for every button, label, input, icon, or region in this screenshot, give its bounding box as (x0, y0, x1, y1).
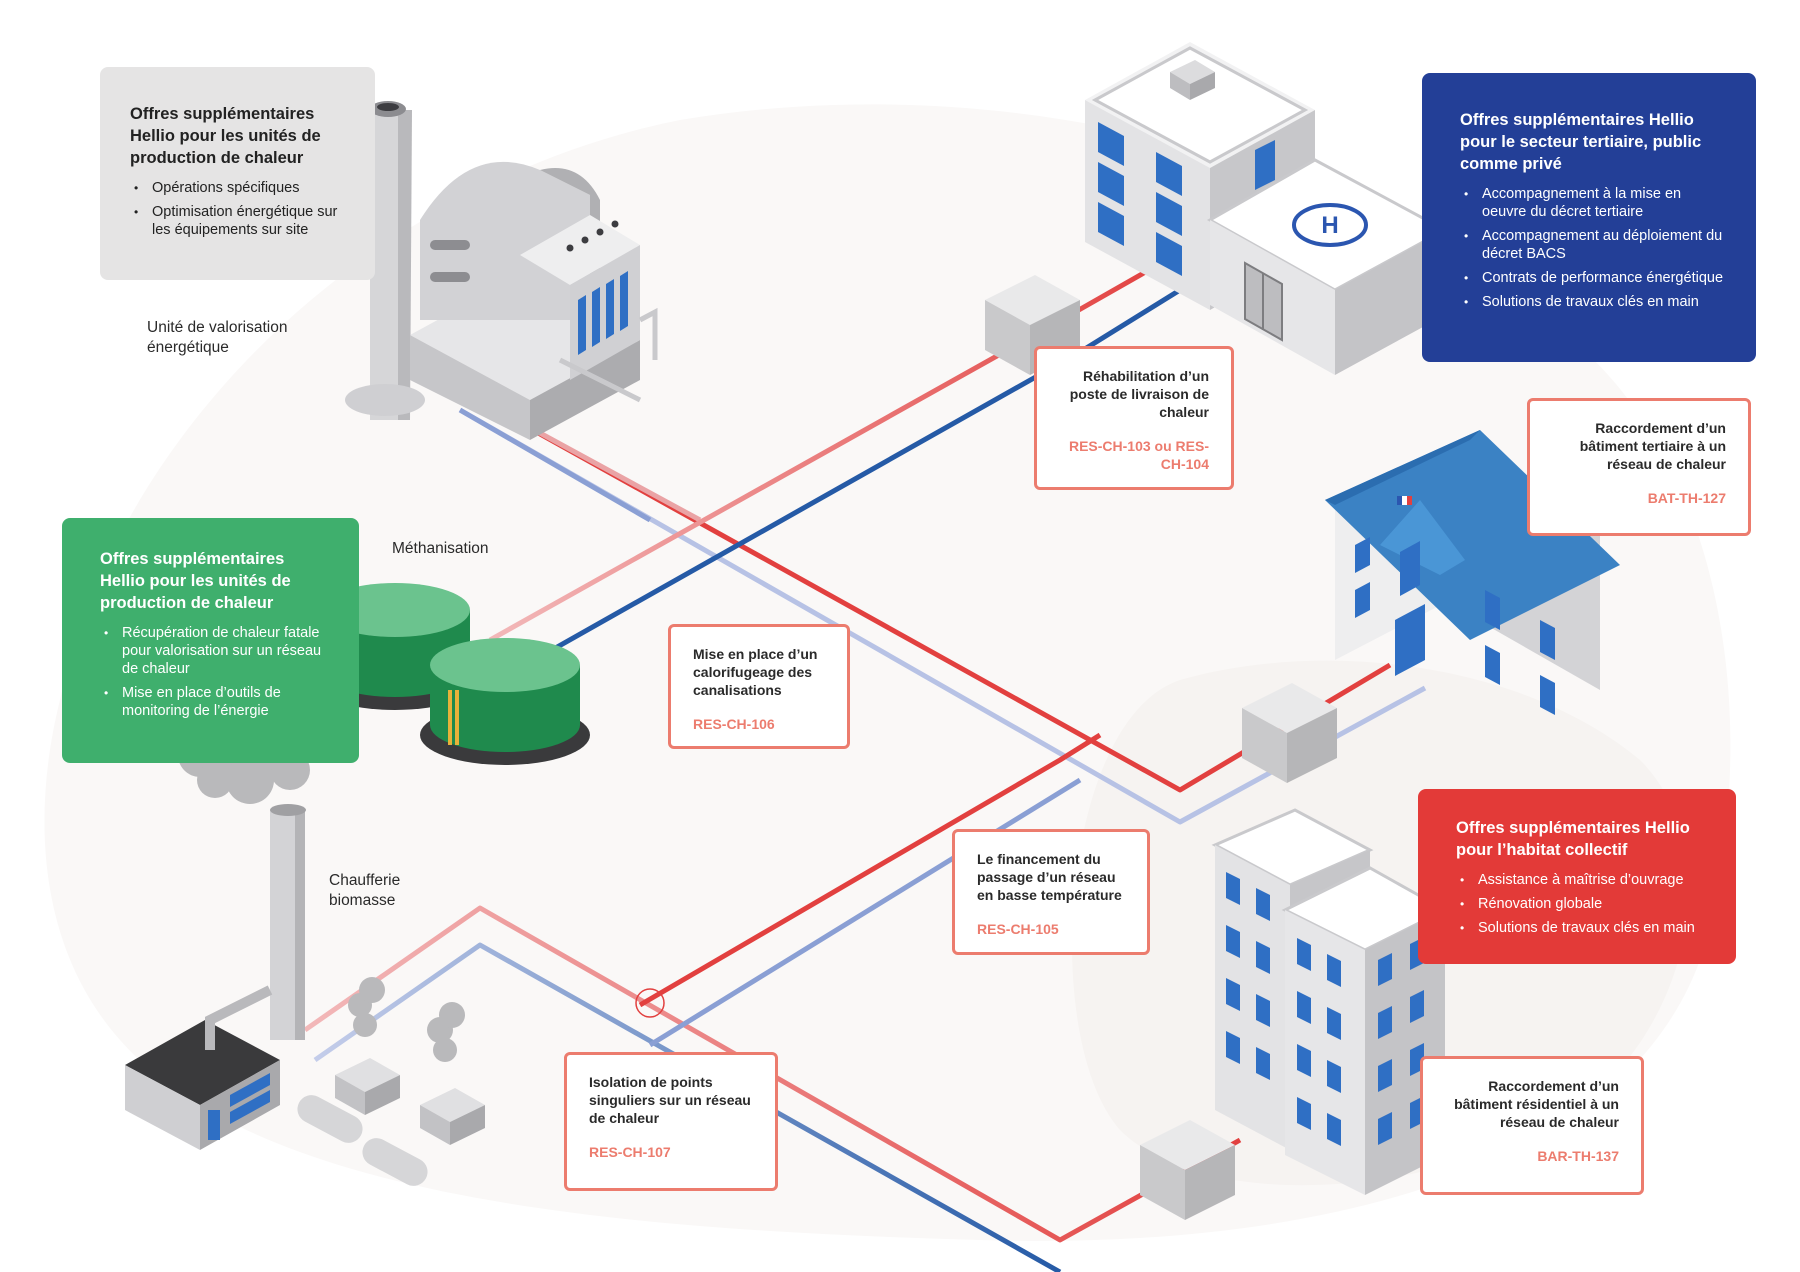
pipe-junction-marker (635, 988, 665, 1018)
operation-title: Mise en place d’un calorifugeage des can… (693, 646, 818, 698)
pipe-cold-valorisation (458, 407, 1427, 825)
pipe-hot-middle (638, 732, 1102, 1008)
offer-card-title: Offres supplémentaires Hellio pour les u… (100, 550, 291, 612)
operation-title: Raccordement d’un bâtiment résidentiel à… (1454, 1078, 1619, 1130)
offer-card-list: Opérations spécifiques Optimisation éner… (130, 179, 345, 239)
operation-title: Réhabilitation d’un poste de livraison d… (1069, 368, 1209, 420)
list-item: Assistance à maîtrise d’ouvrage (1456, 871, 1712, 889)
operation-code: BAR-TH-137 (1537, 1148, 1619, 1164)
operation-code: RES-CH-106 (693, 716, 775, 732)
substation-box-residential (1140, 1120, 1235, 1220)
residential-towers-illustration (1211, 808, 1449, 1195)
operation-box-raccord-tertiaire: Raccordement d’un bâtiment tertiaire à u… (1527, 398, 1751, 536)
label-chaufferie: Chaufferie biomasse (329, 872, 401, 909)
list-item: Récupération de chaleur fatale pour valo… (100, 624, 327, 678)
offer-card-list: Accompagnement à la mise en oeuvre du dé… (1460, 185, 1726, 311)
tertiary-building-illustration: H (1085, 42, 1449, 375)
operation-box-financement: Le financement du passage d’un réseau en… (952, 829, 1150, 955)
operation-code: RES-CH-107 (589, 1144, 671, 1160)
list-item: Solutions de travaux clés en main (1456, 919, 1712, 937)
list-item: Mise en place d’outils de monitoring de … (100, 684, 327, 720)
operation-box-rehabilitation: Réhabilitation d’un poste de livraison d… (1034, 346, 1234, 490)
offer-card-list: Assistance à maîtrise d’ouvrage Rénovati… (1456, 871, 1712, 937)
operation-title: Le financement du passage d’un réseau en… (977, 851, 1122, 903)
operation-title: Raccordement d’un bâtiment tertiaire à u… (1579, 420, 1726, 472)
valorisation-plant-illustration (345, 101, 658, 440)
label-valorisation: Unité de valorisation énergétique (147, 319, 288, 356)
methanisation-tanks-illustration (310, 583, 590, 765)
offer-card-tertiaire: Offres supplémentaires Hellio pour le se… (1422, 73, 1756, 362)
offer-card-production-green: Offres supplémentaires Hellio pour les u… (62, 518, 359, 763)
list-item: Solutions de travaux clés en main (1460, 293, 1726, 311)
list-item: Opérations spécifiques (130, 179, 345, 197)
offer-card-title: Offres supplémentaires Hellio pour le se… (1460, 111, 1702, 173)
operation-code: RES-CH-105 (977, 921, 1059, 937)
operation-box-calorifugeage: Mise en place d’un calorifugeage des can… (668, 624, 850, 749)
operation-code: RES-CH-103 ou RES-CH-104 (1068, 438, 1209, 472)
offer-card-list: Récupération de chaleur fatale pour valo… (100, 624, 327, 720)
pipe-cold-valorisation-fade (458, 407, 652, 523)
offer-card-title: Offres supplémentaires Hellio pour les u… (130, 105, 321, 167)
list-item: Optimisation énergétique sur les équipem… (130, 203, 345, 239)
offer-card-production-top: Offres supplémentaires Hellio pour les u… (100, 67, 375, 280)
operation-box-raccord-residentiel: Raccordement d’un bâtiment résidentiel à… (1420, 1056, 1644, 1195)
offer-card-title: Offres supplémentaires Hellio pour l’hab… (1456, 819, 1690, 859)
list-item: Contrats de performance énergétique (1460, 269, 1726, 287)
svg-text:H: H (1321, 212, 1338, 239)
pipe-cold-middle (648, 777, 1082, 1048)
list-item: Accompagnement au déploiement du décret … (1460, 227, 1726, 263)
operation-box-isolation: Isolation de points singuliers sur un ré… (564, 1052, 778, 1191)
list-item: Rénovation globale (1456, 895, 1712, 913)
list-item: Accompagnement à la mise en oeuvre du dé… (1460, 185, 1726, 221)
substation-box-house (1242, 683, 1337, 783)
offer-card-habitat: Offres supplémentaires Hellio pour l’hab… (1418, 789, 1736, 964)
label-methanisation: Méthanisation (392, 540, 489, 557)
operation-code: BAT-TH-127 (1647, 490, 1726, 506)
operation-title: Isolation de points singuliers sur un ré… (589, 1074, 751, 1126)
